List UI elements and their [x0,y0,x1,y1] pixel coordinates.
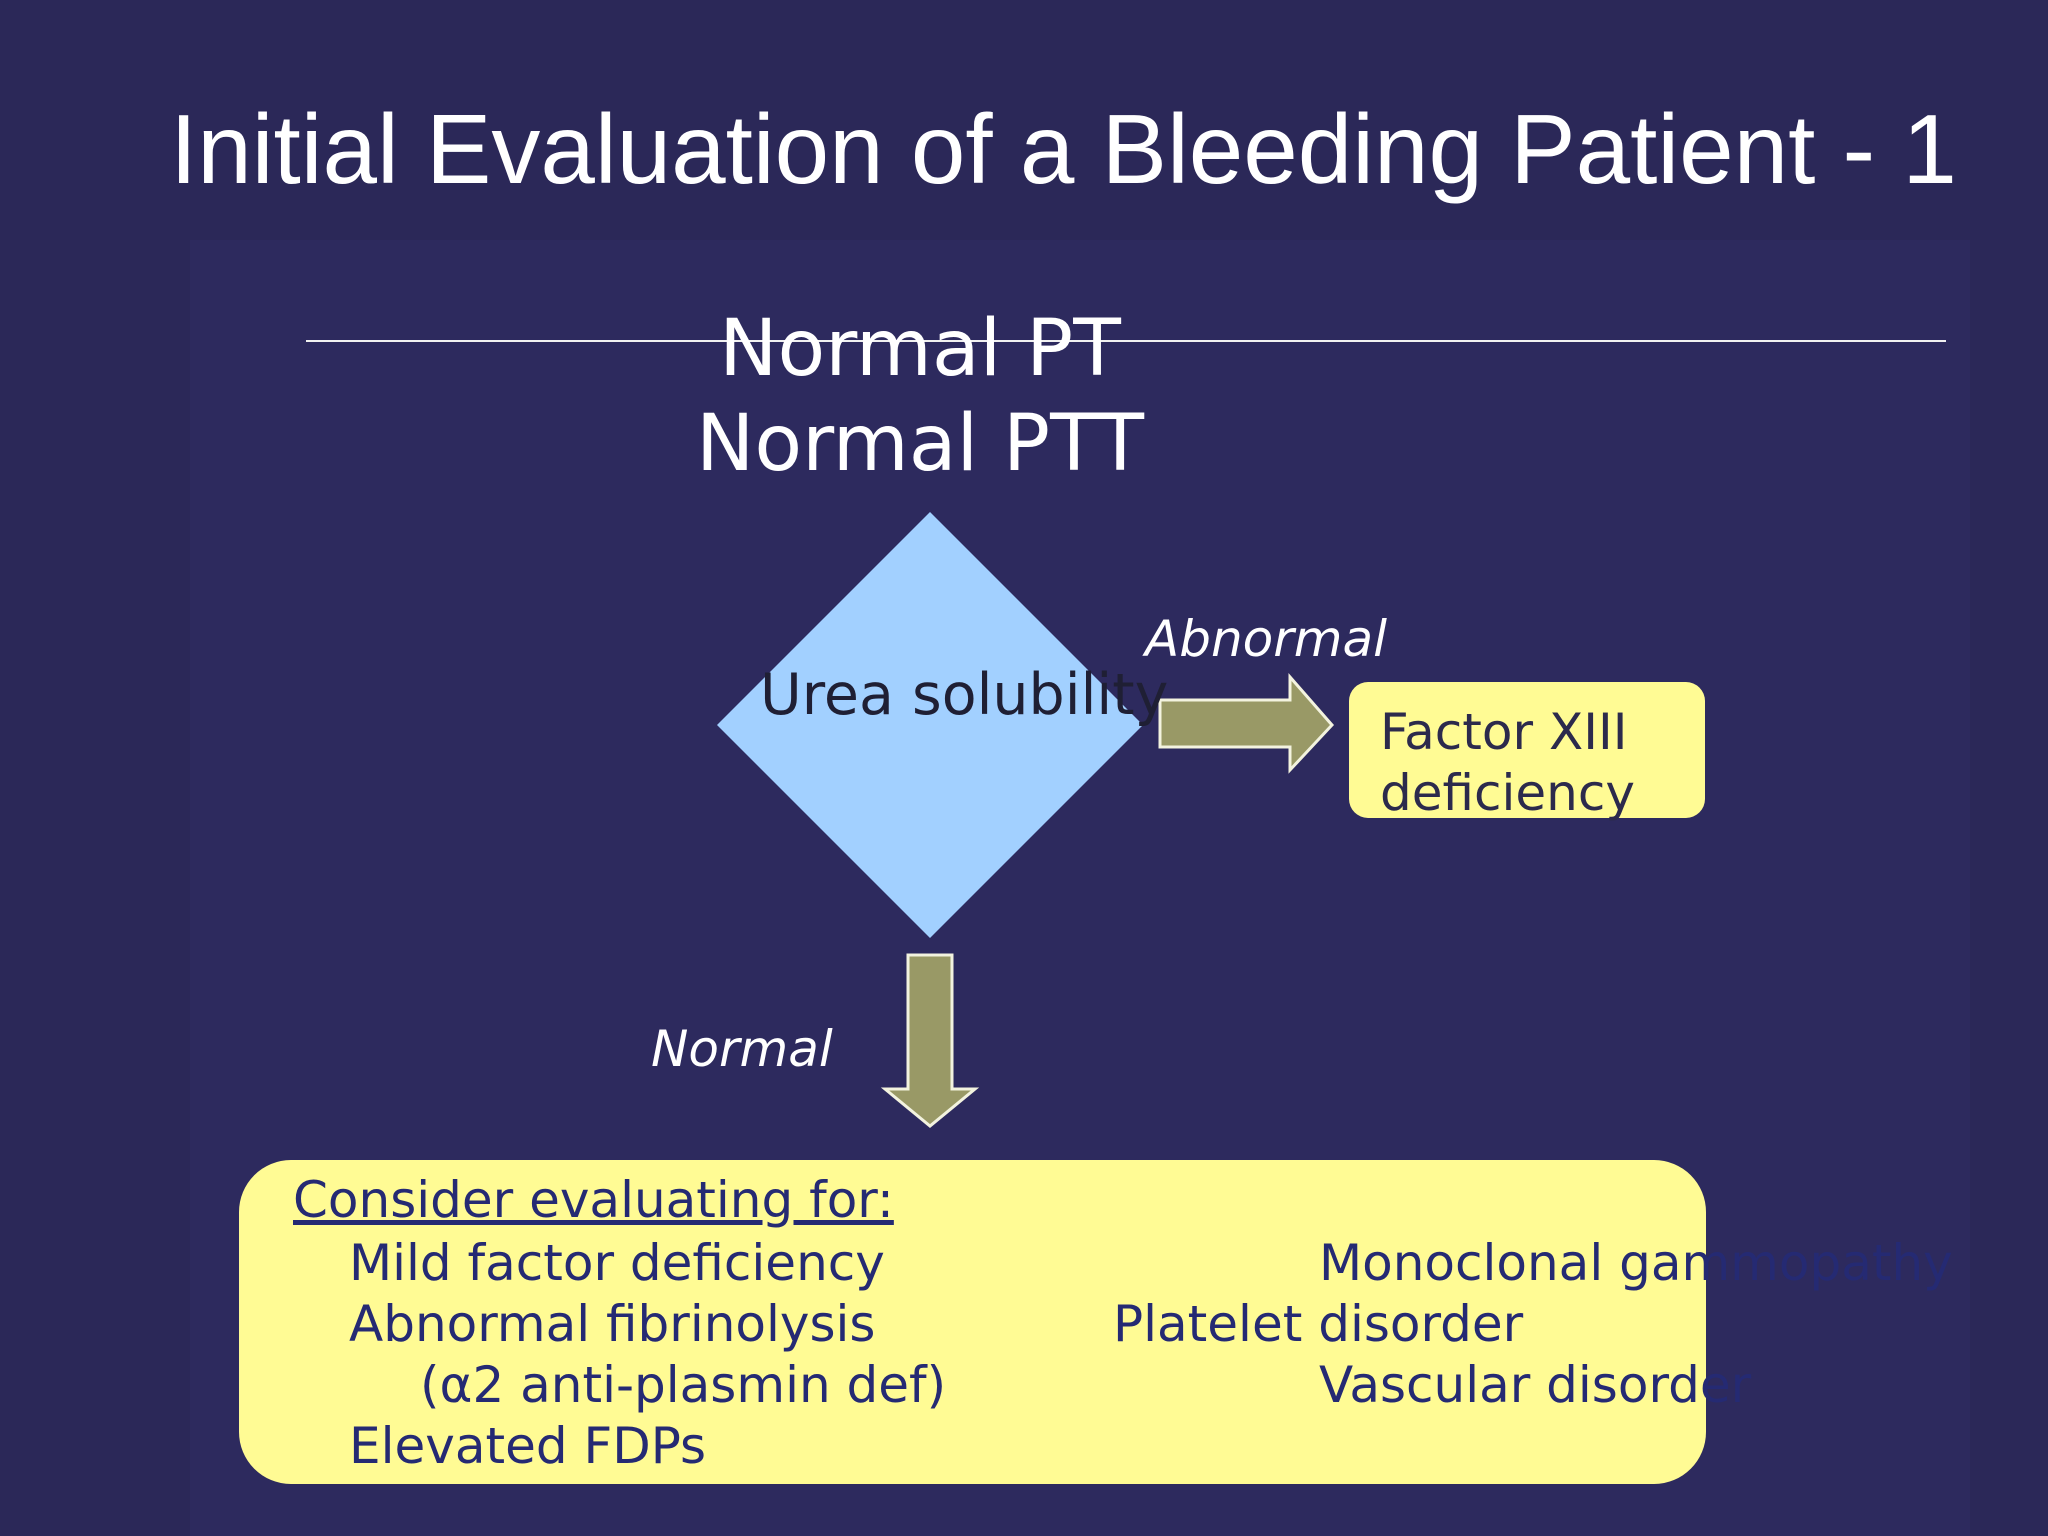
arrow-down [880,953,980,1128]
decision-diamond [717,512,1143,938]
consider-item-mild-factor: Mild factor deficiency [349,1234,885,1292]
consider-item-fdps: Elevated FDPs [349,1417,707,1475]
consider-item-monoclonal: Monoclonal gammopathy [1319,1234,1953,1292]
condition-normal-pt: Normal PT [719,304,1121,394]
consider-item-vascular: Vascular disorder [1319,1356,1752,1414]
slide-title: Initial Evaluation of a Bleeding Patient… [170,94,1957,204]
consider-title: Consider evaluating for: [293,1171,894,1229]
branch-label-normal: Normal [651,1020,833,1078]
result-box-factor-xiii: Factor XIII deficiency [1349,682,1705,822]
consider-item-platelet: Platelet disorder [1113,1295,1524,1353]
title-separator-line [306,340,1946,342]
condition-normal-ptt: Normal PTT [696,399,1144,489]
consider-item-fibrinolysis: Abnormal fibrinolysis [349,1295,876,1353]
consider-item-antiplasmin: (α2 anti-plasmin def) [420,1356,947,1414]
decision-label: Urea solubility [760,662,1169,728]
consider-box [239,1160,1706,1484]
arrow-right [1158,673,1335,774]
branch-label-abnormal: Abnormal [1145,610,1388,668]
